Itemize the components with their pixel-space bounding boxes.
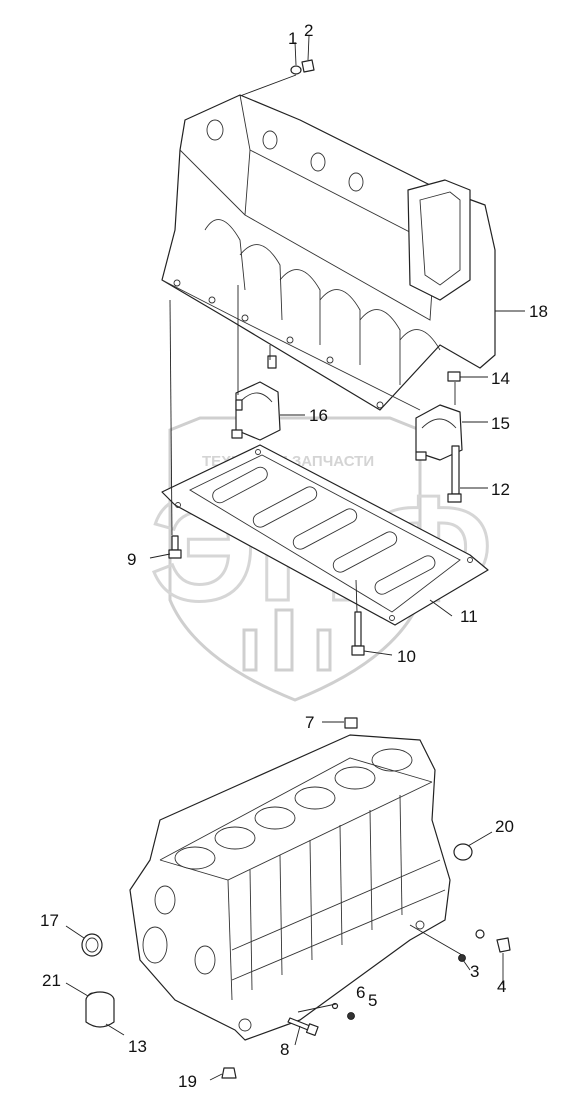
callout-20: 20 [495,817,514,836]
sleeve-13 [85,991,115,1028]
bedplate-18 [161,94,496,411]
bolt-12 [447,445,462,503]
screw-9 [168,535,182,559]
callout-2: 2 [304,21,313,40]
plug-5 [347,1012,355,1020]
bearing-cap-15 [415,404,463,461]
callout-17: 17 [40,911,59,930]
plate-11 [161,444,489,626]
callout-14: 14 [491,369,510,388]
callout-11: 11 [460,607,478,626]
seal-17 [81,933,103,957]
callout-9: 9 [127,550,136,569]
callout-15: 15 [491,414,510,433]
callout-18: 18 [529,302,548,321]
callout-16: 16 [309,406,328,425]
callout-13: 13 [128,1037,147,1056]
plug-4 [496,937,511,953]
plug-2 [301,59,315,73]
callout-7: 7 [305,713,314,732]
bearing-cap-16 [231,381,281,441]
stud-upper-16 [267,355,277,369]
screw-10 [351,611,365,656]
leader-lines [65,35,525,1081]
cylinder-block [129,734,451,1041]
callout-1: 1 [288,29,297,48]
screw-8 [287,1017,319,1037]
callout-4: 4 [497,977,506,996]
washer-3 [475,929,485,939]
o-ring-1 [290,65,302,75]
dowel-14 [447,371,461,382]
callouts: 1 2 18 14 16 15 12 9 11 10 7 20 17 3 4 2… [40,21,548,1091]
callout-12: 12 [491,480,510,499]
callout-21: 21 [42,971,61,990]
plug-3-dark [458,954,466,962]
callout-10: 10 [397,647,416,666]
watermark-grain-icon [242,608,332,672]
cap-20 [453,843,473,861]
plug-7 [344,717,358,729]
callout-8: 8 [280,1040,289,1059]
callout-6: 6 [356,983,365,1002]
callout-19: 19 [178,1072,197,1091]
plug-19 [221,1067,237,1079]
callout-5: 5 [368,991,377,1010]
callout-3: 3 [470,962,479,981]
